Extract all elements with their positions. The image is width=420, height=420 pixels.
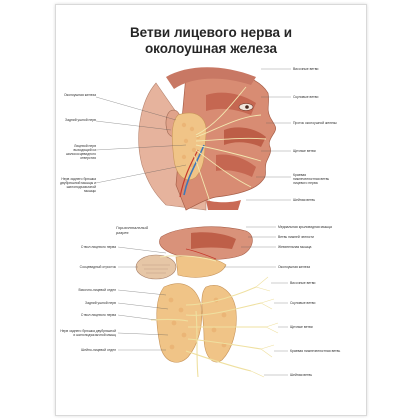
label-cervicofacial-division: Шейно-лицевой отдел xyxy=(81,348,116,352)
label-mandible-ramus: Ветвь нижней челюсти xyxy=(278,235,314,239)
title-line-2: околоушная железа xyxy=(144,41,278,56)
parotid-split-illustration xyxy=(150,276,279,378)
label-zygomatic-branches-top: Скуловые ветви xyxy=(293,95,319,99)
label-parotid-gland-mid: Околоушная железа xyxy=(278,265,311,269)
label-cervical-branch-top: Шейная ветвь xyxy=(293,198,316,202)
label-medial-pterygoid: Медиальная крыловидная мышца xyxy=(278,225,332,229)
label-posterior-auricular-top: Задний ушной нерв xyxy=(65,118,96,122)
label-zygomatic-branches-bottom: Скуловые ветви xyxy=(290,301,316,305)
label-temporal-branches-top: Височные ветви xyxy=(293,67,319,71)
label-parotid-gland-top: Околоушная железа xyxy=(63,93,96,97)
anatomy-poster: Ветви лицевого нерва и околоушная железа xyxy=(55,4,367,416)
horizontal-section-illustration xyxy=(135,226,253,280)
bottom-leader-lines xyxy=(117,282,288,376)
poster-title: Ветви лицевого нерва и околоушная железа xyxy=(56,25,366,57)
label-marginal-mandibular-top: Краевая нижнечелюстная ветвь лицевого не… xyxy=(293,173,330,185)
label-posterior-auricular-bottom: Задний ушной нерв xyxy=(85,301,116,305)
label-marginal-mandibular-bottom: Краевая нижнечелюстная ветвь xyxy=(290,349,341,353)
label-temporal-branches-bottom: Височные ветви xyxy=(290,281,316,285)
label-nerve-trunk-bottom: Ствол лицевого нерва xyxy=(80,313,116,317)
head-illustration xyxy=(138,67,276,211)
title-line-1: Ветви лицевого нерва и xyxy=(129,25,293,40)
label-buccal-branches-bottom: Щечные ветви xyxy=(290,325,313,329)
label-temporofacial-division: Височно-лицевой отдел xyxy=(78,288,116,292)
label-nerve-trunk-mid: Ствол лицевого нерва xyxy=(80,245,116,249)
mid-leader-lines xyxy=(117,226,276,268)
label-digastric-nerve-top: Нерв заднего брюшка двубрюшной мышцы и ш… xyxy=(60,177,96,193)
label-cervical-branch-bottom: Шейная ветвь xyxy=(290,373,313,377)
label-parotid-duct: Проток околоушной железы xyxy=(293,121,337,125)
section-label: Горизонтальный разрез xyxy=(116,225,149,235)
label-mastoid-process: Сосцевидный отросток xyxy=(79,265,116,269)
label-digastric-nerve-bottom: Нерв заднего брюшка двубрюшной и шилопод… xyxy=(60,329,116,337)
label-masseter: Жевательная мышца xyxy=(278,245,312,249)
label-buccal-branches-top: Щечные ветви xyxy=(293,149,316,153)
label-facial-nerve-exit: Лицевой нерв выходящий из шилососцевидно… xyxy=(65,144,96,160)
illustrations xyxy=(95,67,291,378)
top-leader-lines xyxy=(95,68,291,201)
